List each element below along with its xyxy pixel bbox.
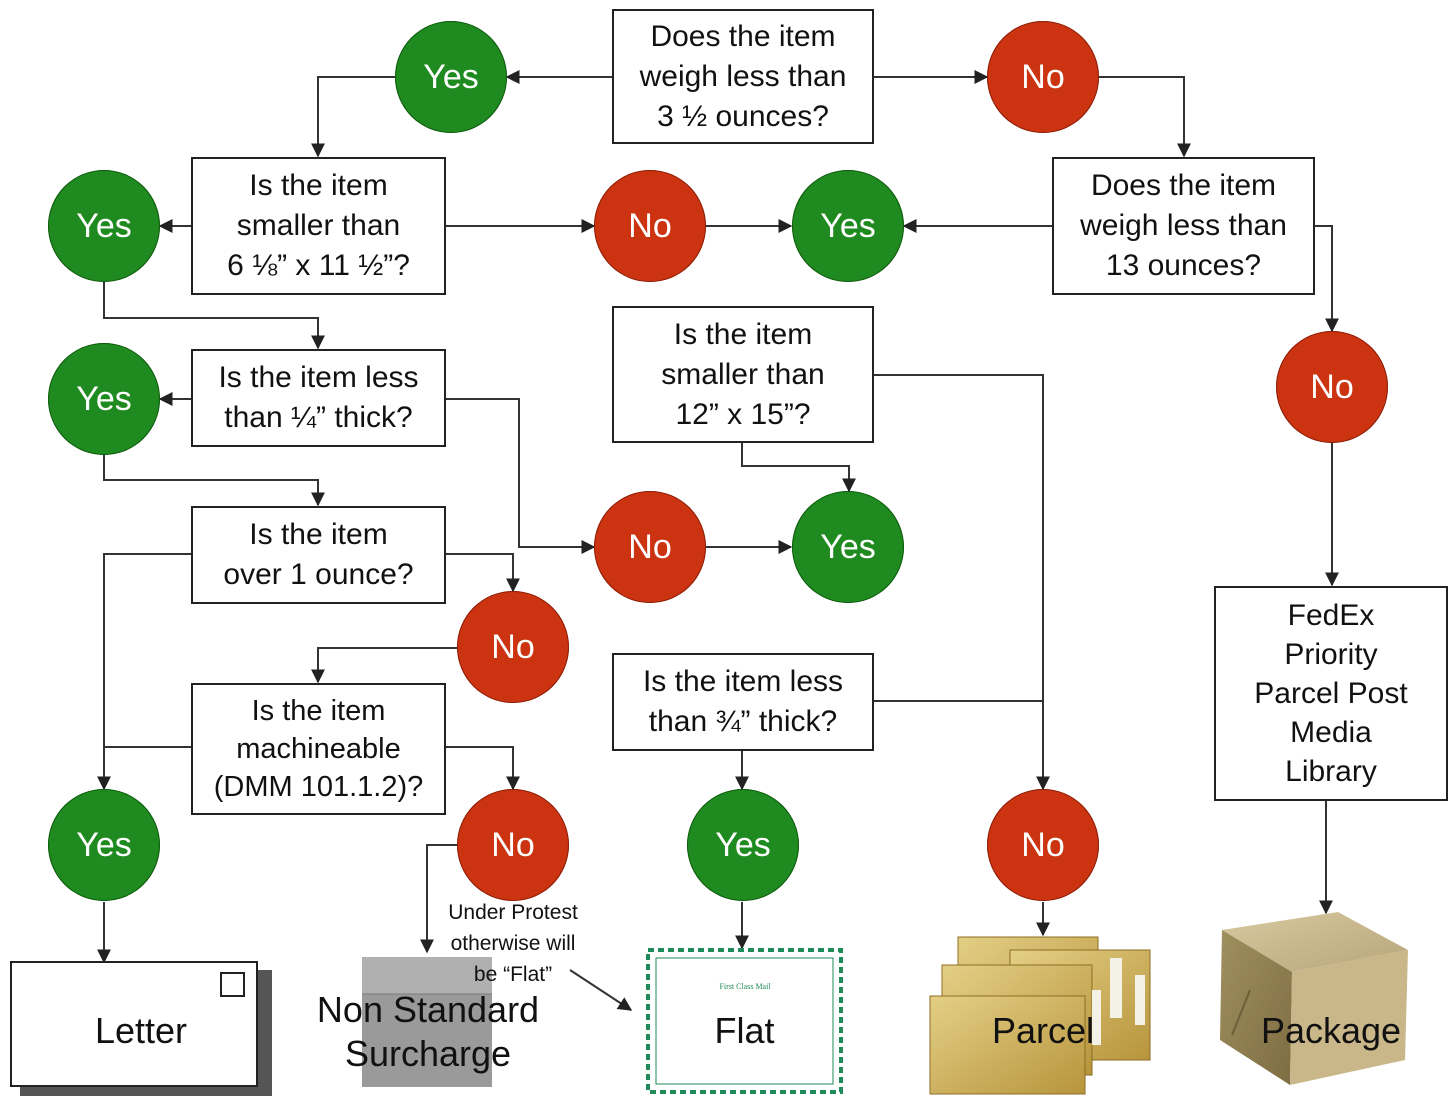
flat-stamp-text: First Class Mail [719, 982, 771, 991]
question-text: Is the item smaller than 12” x 15”? [661, 317, 825, 431]
question-text: Does the item weigh less than 3 ½ ounces… [639, 19, 847, 133]
answer-yes-weight-13: Yes [792, 170, 904, 282]
question-weight-13-oz: Does the item weigh less than 13 ounces? [1052, 157, 1315, 295]
answer-label: No [628, 206, 672, 245]
question-text: Does the item weigh less than 13 ounces? [1080, 169, 1287, 282]
fedex-options-box: FedEx Priority Parcel Post Media Library [1214, 586, 1448, 801]
answer-label: Yes [820, 206, 876, 245]
edge-no1-q3 [1099, 76, 1191, 158]
question-size-6x11: Is the item smaller than 6 ⅛” x 11 ½”? [191, 157, 446, 295]
answer-label: No [1310, 367, 1354, 406]
under-protest-note: Under Protest otherwise will be “Flat” [448, 901, 578, 986]
answer-label: Yes [76, 379, 132, 418]
letter-envelope-icon [10, 961, 272, 1096]
question-machineable: Is the item machineable (DMM 101.1.2)? [191, 683, 446, 815]
edge-yes2-q5 [103, 282, 325, 350]
answer-label: No [491, 627, 535, 666]
edge-annotation-flat [569, 969, 633, 1011]
answer-no-size-6x11: No [594, 170, 706, 282]
answer-no-weight-13: No [1276, 331, 1388, 443]
edge-q4-no-parcel [874, 374, 1050, 791]
answer-label: Yes [715, 825, 771, 864]
answer-label: Yes [820, 527, 876, 566]
question-thick-quarter: Is the item less than ¼” thick? [191, 349, 446, 447]
answer-label: No [491, 825, 535, 864]
edge-q6-no [446, 553, 520, 593]
answer-yes-thick-quarter: Yes [48, 343, 160, 455]
answer-yes-thick-three-quarter: Yes [687, 789, 799, 901]
edge-no4-q8 [311, 647, 457, 684]
answer-yes-size-12x15: Yes [792, 491, 904, 603]
outcome-parcel: Parcel [991, 1010, 1095, 1051]
answer-label: No [1021, 825, 1065, 864]
question-text: Is the item less than ¼” thick? [218, 361, 419, 434]
answer-label: Yes [423, 57, 479, 96]
surcharge-block-icon [362, 957, 492, 1087]
answer-no-over-1-oz: No [457, 591, 569, 703]
outcome-package: Package [1260, 1010, 1402, 1051]
edge-yes1-q2 [311, 76, 395, 158]
question-text: Is the item less than ¾” thick? [642, 665, 844, 738]
answer-no-machineable: No [457, 789, 569, 901]
edge-no-surcharge [420, 844, 457, 954]
answer-yes-over-1-oz: Yes [48, 789, 160, 901]
edge-yes3-q6 [103, 455, 325, 507]
answer-label: No [1021, 57, 1065, 96]
question-weight-3-5-oz: Does the item weigh less than 3 ½ ounces… [612, 9, 874, 144]
edge-q5-no [446, 398, 596, 554]
answer-yes-size-6x11: Yes [48, 170, 160, 282]
outcome-letter: Letter [94, 1010, 188, 1051]
question-text: Is the item over 1 ounce? [223, 518, 414, 591]
edge-q4-yes [741, 443, 856, 493]
package-box-icon [1220, 912, 1408, 1085]
answer-label: No [628, 527, 672, 566]
answer-no-parcel: No [987, 789, 1099, 901]
parcel-envelopes-icon [929, 936, 1151, 1095]
question-thick-three-quarter: Is the item less than ¾” thick? [612, 653, 874, 751]
answer-yes-weight-3-5: Yes [395, 21, 507, 133]
question-text: Is the item machineable (DMM 101.1.2)? [213, 695, 424, 803]
edge-q3-no [1315, 225, 1339, 333]
fedex-options-text: FedEx Priority Parcel Post Media Library [1254, 599, 1408, 788]
edge-q6-yes [97, 553, 191, 791]
answer-label: Yes [76, 825, 132, 864]
outcome-non-standard-surcharge: Non Standard Surcharge [316, 989, 540, 1074]
answer-no-weight-3-5: No [987, 21, 1099, 133]
answer-no-thick-quarter: No [594, 491, 706, 603]
answer-label: Yes [76, 206, 132, 245]
question-over-1-oz: Is the item over 1 ounce? [191, 506, 446, 604]
edge-q8-no [446, 746, 520, 791]
flat-mail-icon [646, 948, 843, 1094]
question-text: Is the item smaller than 6 ⅛” x 11 ½”? [227, 169, 410, 282]
question-size-12x15: Is the item smaller than 12” x 15”? [612, 306, 874, 443]
outcome-flat: Flat [714, 1010, 775, 1051]
